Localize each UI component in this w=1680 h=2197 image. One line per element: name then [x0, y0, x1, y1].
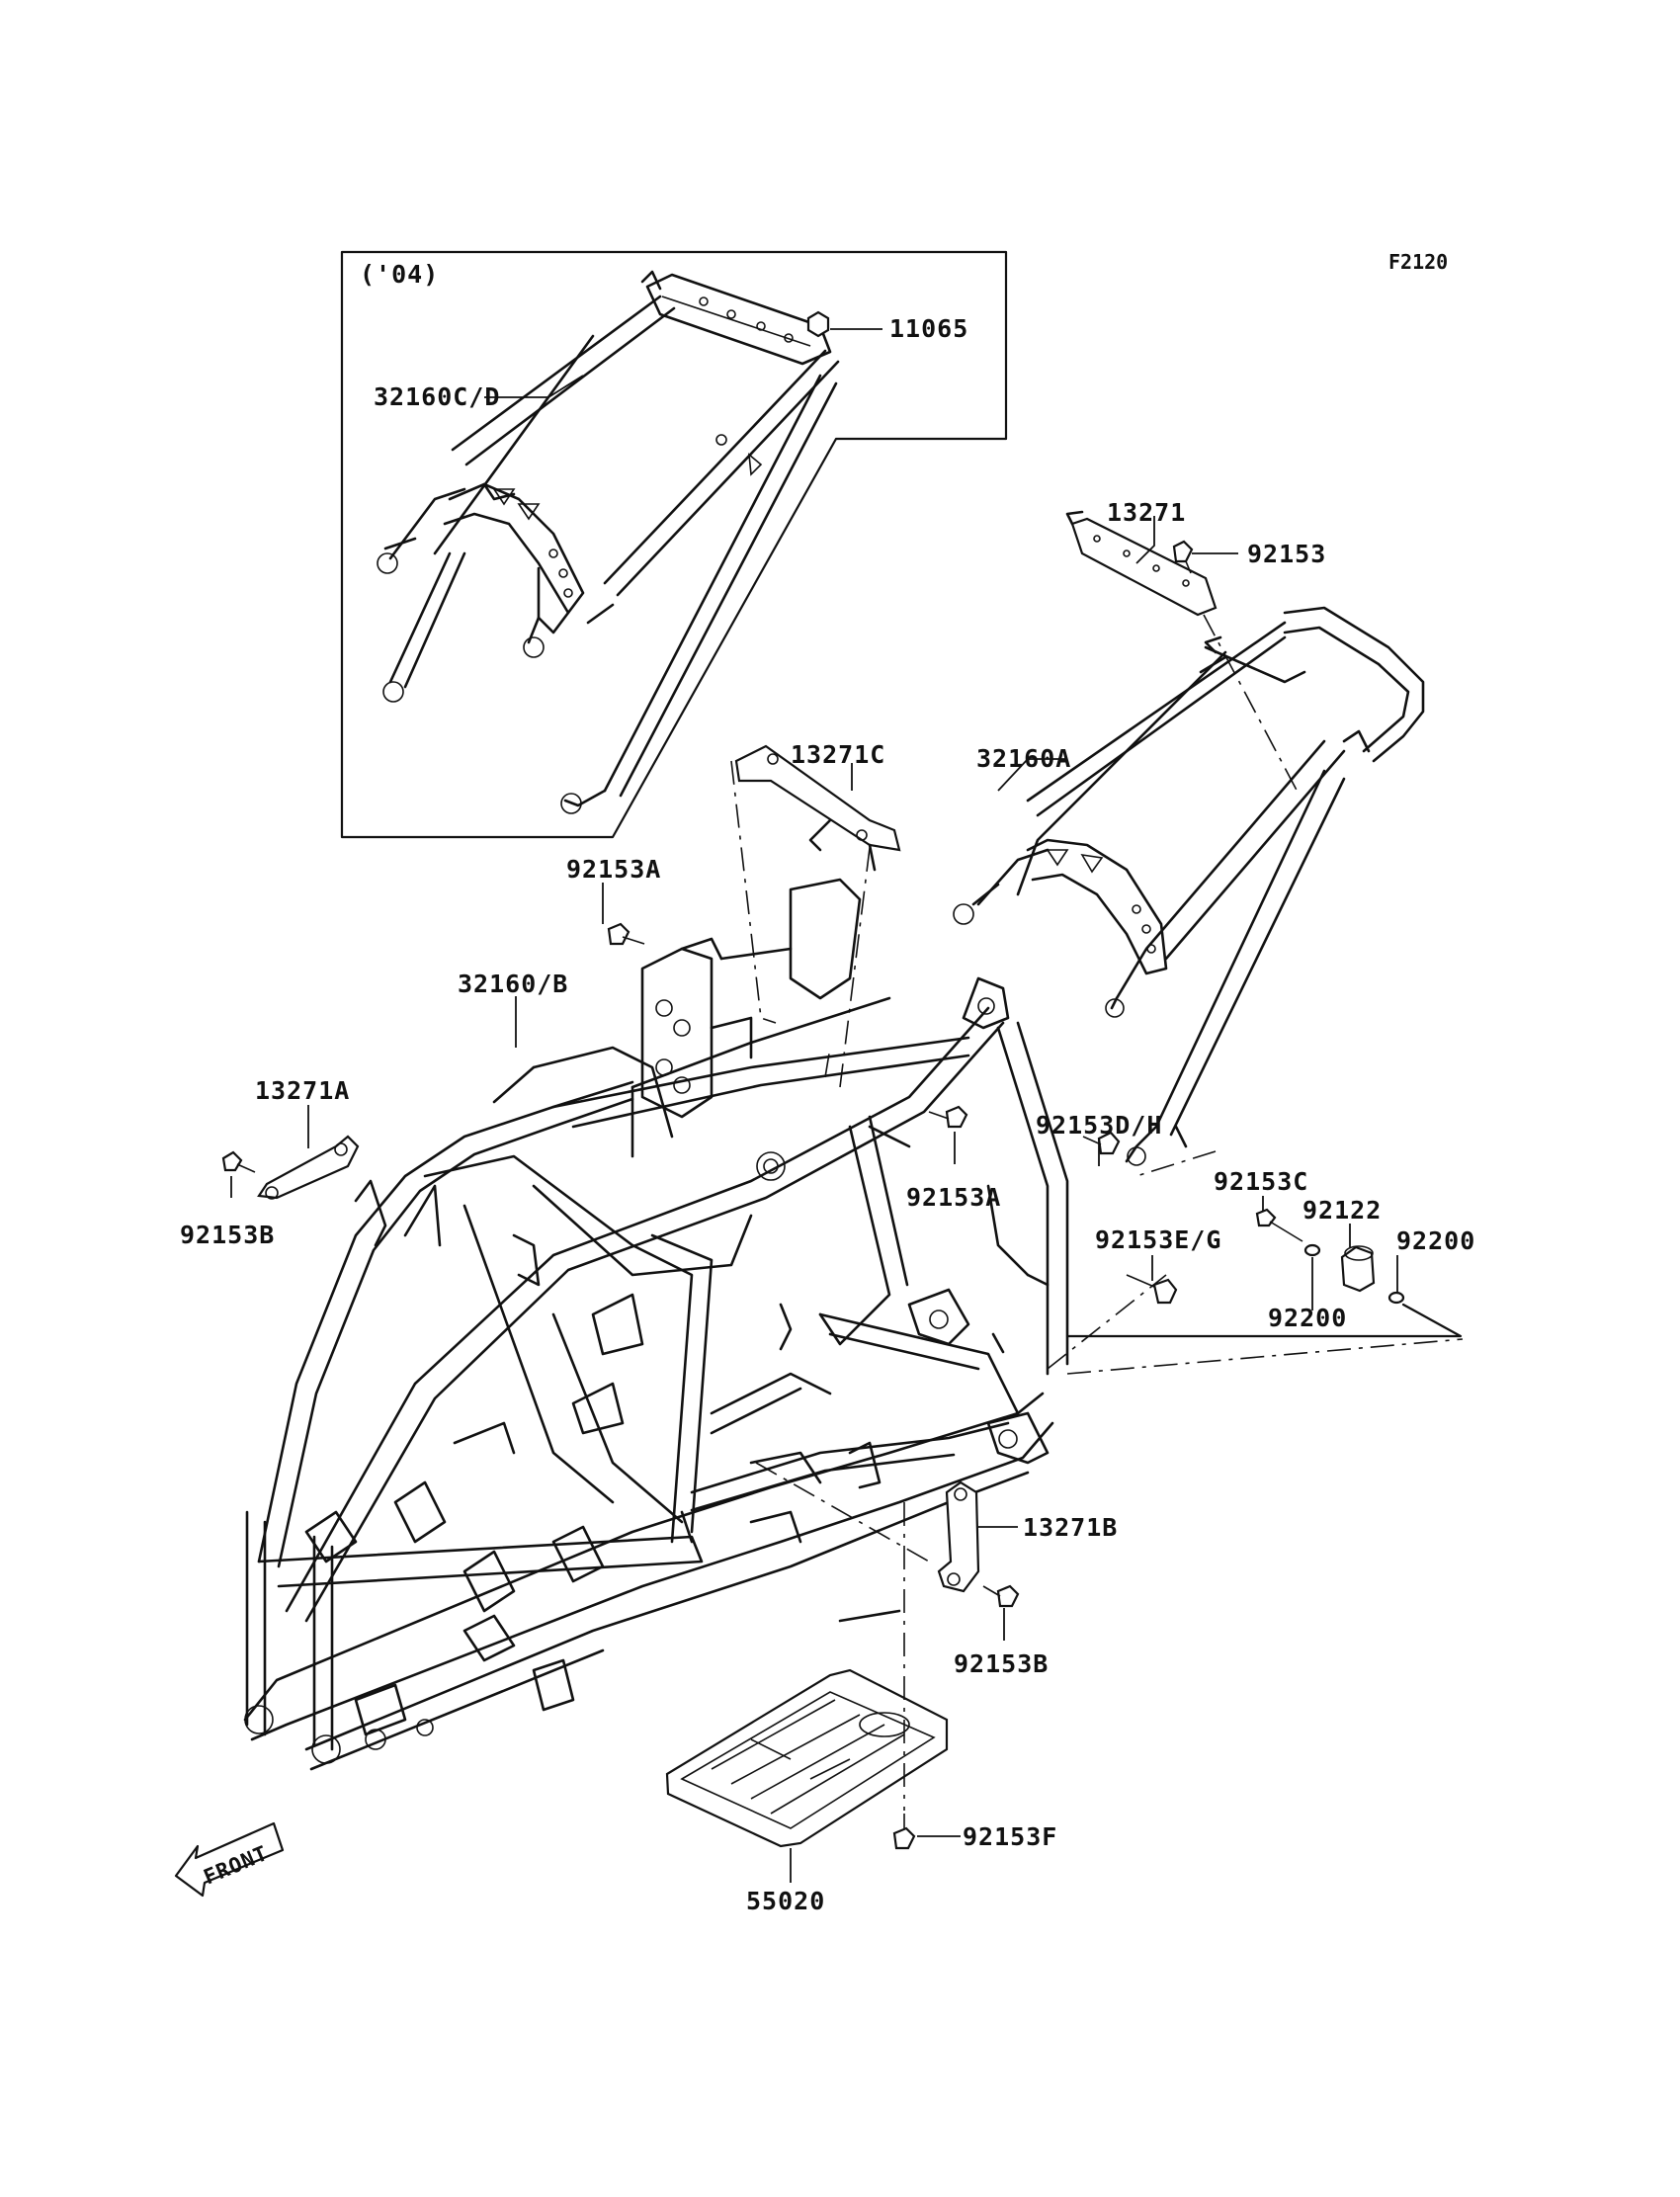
callout-92200-low: 92200 [1268, 1304, 1347, 1332]
front-direction-arrow: FRONT [174, 1821, 285, 1898]
callout-92200-right: 92200 [1396, 1226, 1475, 1255]
callout-32160b: 32160/B [458, 970, 568, 998]
main-frame-drawing [243, 878, 1069, 1771]
callout-92153eg: 92153E/G [1095, 1225, 1221, 1254]
callout-13271: 13271 [1107, 498, 1186, 527]
callout-32160cd: 32160C/D [374, 382, 500, 411]
callout-92153b-left: 92153B [180, 1221, 275, 1249]
callout-92153f: 92153F [963, 1822, 1057, 1851]
inset-border [340, 250, 1008, 839]
front-arrow-icon [174, 1821, 285, 1898]
bracket-13271b-drawing [937, 1480, 980, 1593]
bracket-13271-drawing [1065, 510, 1218, 617]
bracket-13271c-drawing [734, 744, 901, 872]
callout-11065: 11065 [889, 314, 968, 343]
bracket-13271a-drawing [257, 1135, 360, 1200]
callout-13271a: 13271A [255, 1076, 350, 1105]
callout-92153: 92153 [1247, 540, 1326, 568]
nut-11065-shape [806, 310, 830, 338]
fasteners [221, 540, 1405, 1850]
callout-13271c: 13271C [791, 740, 885, 769]
callout-13271b: 13271B [1023, 1513, 1118, 1542]
figure-code: F2120 [1388, 250, 1448, 274]
inset-subframe-drawing [377, 270, 840, 814]
inset-caption: ('04) [360, 260, 439, 289]
inset-2004-subframe: ('04) [340, 250, 1008, 839]
callout-92153c: 92153C [1214, 1167, 1308, 1196]
callout-92153dh: 92153D/H [1036, 1111, 1162, 1140]
rear-subframe-32160a-drawing [953, 606, 1425, 1166]
callout-92122: 92122 [1302, 1196, 1382, 1225]
leader-lines [230, 328, 1398, 1883]
bolt-92153-shape [1172, 540, 1194, 563]
callout-55020: 55020 [746, 1887, 825, 1915]
callout-32160a: 32160A [976, 744, 1071, 773]
alignment-lines [730, 614, 1464, 1811]
callout-92153a-top: 92153A [566, 855, 661, 884]
callout-92153a-mid: 92153A [906, 1183, 1001, 1212]
callout-92153b-right: 92153B [954, 1649, 1049, 1678]
front-label: FRONT [201, 1841, 272, 1890]
skid-plate-55020-drawing [665, 1668, 949, 1848]
